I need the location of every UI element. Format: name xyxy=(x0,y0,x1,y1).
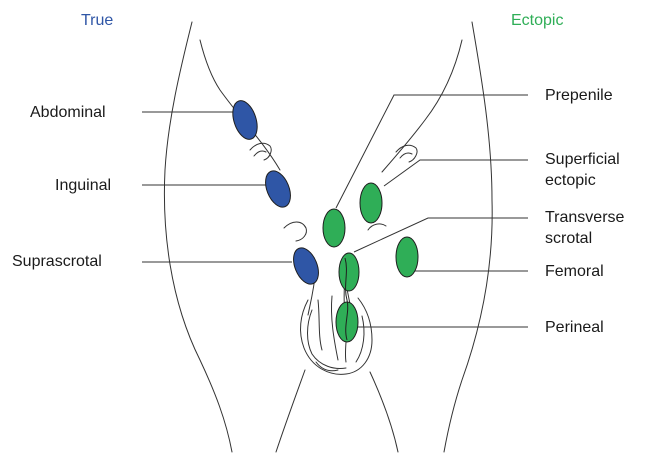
leader-transverse-scrotal xyxy=(354,218,528,252)
label-inguinal: Inguinal xyxy=(55,176,111,195)
label-transverse-line1: Transverse xyxy=(545,208,624,227)
label-transverse-line2: scrotal xyxy=(545,229,592,248)
label-superficial-line1: Superficial xyxy=(545,150,620,169)
leader-superficial-ectopic xyxy=(384,160,528,186)
true-positions xyxy=(228,98,323,288)
true-header: True xyxy=(81,11,113,30)
label-perineal: Perineal xyxy=(545,318,604,337)
suprascrotal-marker xyxy=(289,244,324,287)
superficial-ectopic-marker xyxy=(360,183,382,223)
abdominal-marker xyxy=(228,98,261,143)
label-femoral: Femoral xyxy=(545,262,604,281)
ectopic-positions xyxy=(323,183,418,342)
label-superficial-line2: ectopic xyxy=(545,171,596,190)
prepenile-marker xyxy=(323,209,345,247)
femoral-marker xyxy=(396,237,418,277)
inguinal-marker xyxy=(261,167,296,210)
label-abdominal: Abdominal xyxy=(30,103,106,122)
ectopic-header: Ectopic xyxy=(511,11,563,30)
label-suprascrotal: Suprascrotal xyxy=(12,252,102,271)
perineal-marker xyxy=(336,302,358,342)
label-prepenile: Prepenile xyxy=(545,86,613,105)
transverse-scrotal-marker xyxy=(339,253,359,291)
